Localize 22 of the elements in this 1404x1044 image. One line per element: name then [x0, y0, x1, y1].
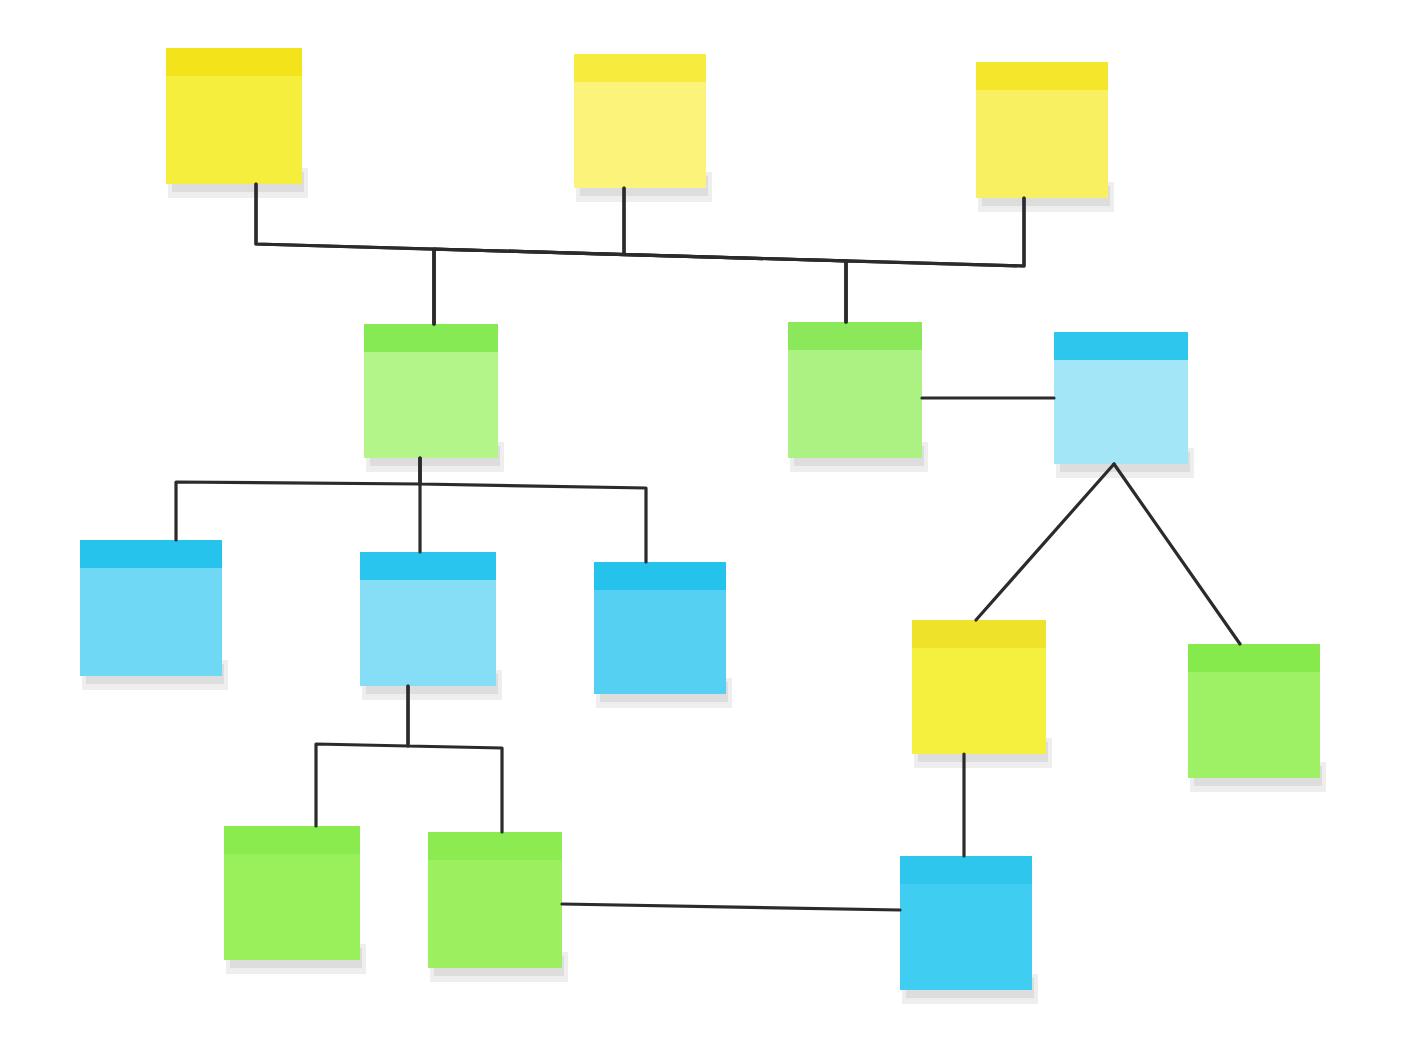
- sticky-note: [80, 540, 228, 690]
- connector-line: [406, 684, 504, 834]
- connector-line: [974, 462, 1116, 622]
- sticky-note: [976, 62, 1114, 212]
- sticky-note: [594, 562, 732, 708]
- sticky-note: [166, 48, 308, 198]
- connector-line: [844, 196, 1026, 324]
- connector-line: [1112, 462, 1242, 646]
- connector-line: [560, 902, 902, 912]
- connector-line: [920, 396, 1056, 400]
- sticky-note: [360, 552, 502, 700]
- sticky-note: [574, 54, 712, 202]
- sticky-note: [428, 832, 568, 982]
- sticky-note: [788, 322, 928, 472]
- sticky-note: [900, 856, 1038, 1004]
- sticky-note: [1054, 332, 1194, 478]
- sticky-note: [364, 324, 504, 472]
- connector-line: [418, 456, 648, 564]
- connector-line: [962, 752, 966, 858]
- sticky-note: [912, 620, 1052, 768]
- sticky-note: [1188, 644, 1326, 792]
- sticky-note: [224, 826, 366, 974]
